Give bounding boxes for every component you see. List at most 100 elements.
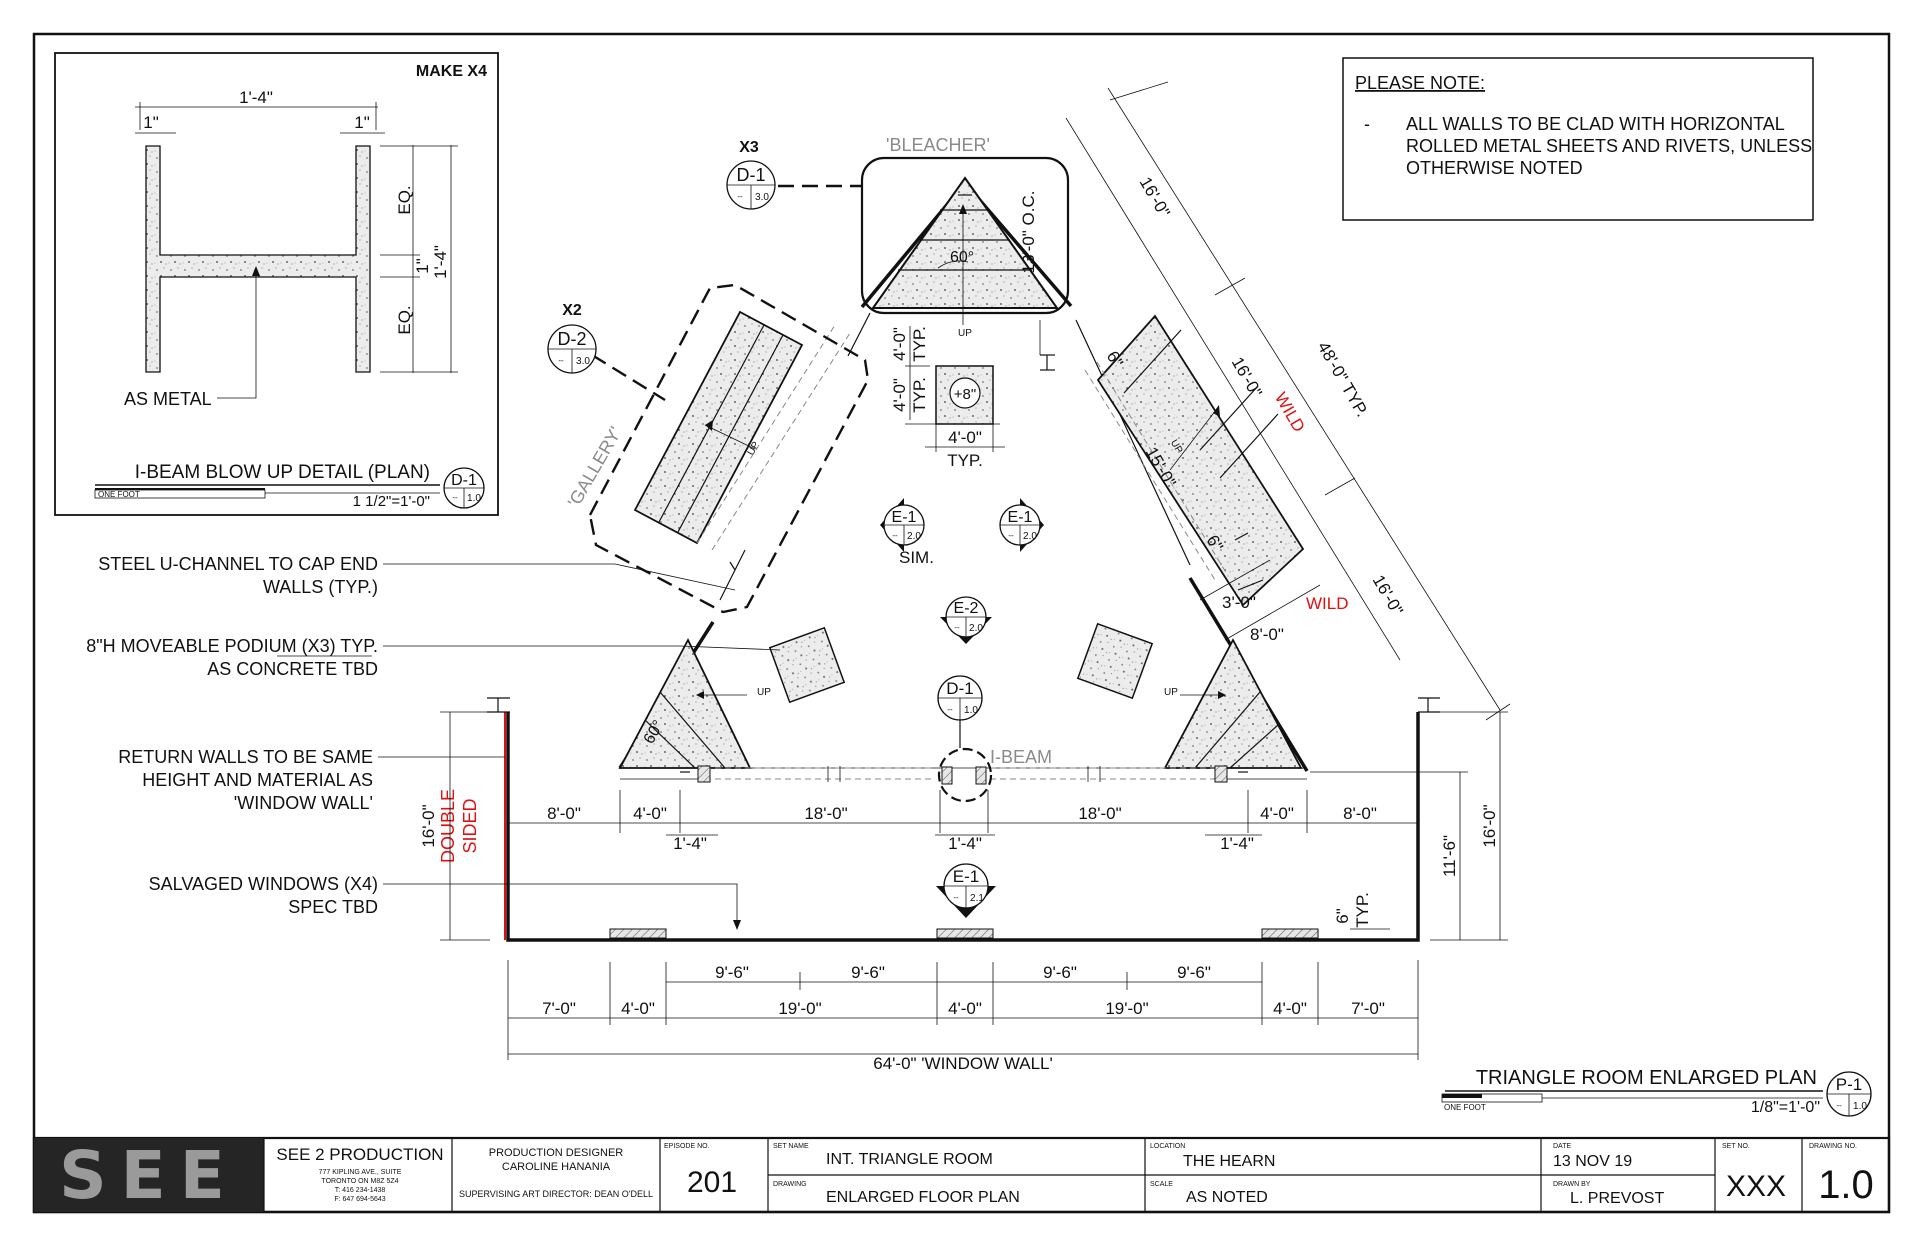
dim-16-diag-c: 16'-0" [1369, 572, 1407, 619]
bottom-left-up-label: UP [757, 687, 771, 698]
detail-title: I-BEAM BLOW UP DETAIL (PLAN) [135, 462, 430, 483]
date: 13 NOV 19 [1553, 1153, 1632, 1170]
bleacher-top [871, 176, 1059, 309]
tag-d2-sub: -- [558, 356, 564, 365]
tag-e1-bottom-sheet: 2.1 [970, 893, 984, 904]
tag-d1-mid-code: D-1 [946, 679, 973, 698]
detail-height-dim: 1'-4" [431, 245, 450, 279]
scale: AS NOTED [1186, 1189, 1268, 1206]
detail-flange-right-dim: 1" [354, 113, 370, 132]
dim-8-wild: 8'-0" [1250, 625, 1284, 644]
wild-label-1: WILD [1271, 389, 1309, 435]
ibeam-section [145, 145, 371, 373]
gallery-callout [588, 283, 870, 614]
dim-row1-8a: 8'-0" [547, 804, 581, 823]
dim-podium-v2: 4'-0" [890, 378, 909, 412]
dim-row1-14a: 1'-4" [673, 834, 707, 853]
company-addr4: F: 647 694-5643 [334, 1196, 385, 1203]
bottom-right-stairs: UP [1163, 638, 1303, 769]
tag-d1-top-sub: -- [737, 192, 743, 201]
scale-label: SCALE [1150, 1181, 1173, 1188]
dim-row1-14c: 1'-4" [1220, 834, 1254, 853]
date-label: DATE [1553, 1143, 1571, 1150]
pd-label: PRODUCTION DESIGNER [489, 1147, 624, 1159]
tag-e1-right: E-1 -- 2.0 [999, 498, 1044, 552]
dim-podium-v1-typ: TYP. [910, 326, 929, 362]
note-bullet: - [1364, 114, 1370, 134]
title-block: SEE SEE 2 PRODUCTION 777 KIPLING AVE., S… [32, 1136, 1891, 1214]
dim-left-16: 16'-0" [419, 804, 438, 847]
x3-label: X3 [739, 139, 759, 156]
drawn-label: DRAWN BY [1553, 1181, 1591, 1188]
podium-right [1076, 622, 1154, 700]
dim-podium-v2-typ: TYP. [910, 377, 929, 413]
dim-total-window-wall: 64'-0" 'WINDOW WALL' [873, 1054, 1053, 1073]
plan-scale-bar-label: ONE FOOT [1444, 1103, 1486, 1112]
tag-e1-right-code: E-1 [1008, 509, 1033, 526]
tag-e1-left-sheet: 2.0 [907, 531, 921, 542]
set-name-label: SET NAME [773, 1143, 809, 1150]
episode-label: EPISODE NO. [664, 1143, 710, 1150]
note-line3: OTHERWISE NOTED [1406, 158, 1583, 178]
dim-row1-18b: 18'-0" [1078, 804, 1121, 823]
detail-tag-sheet: 1.0 [467, 493, 481, 504]
bleacher-up-label: UP [958, 328, 972, 339]
callout-steel-1: STEEL U-CHANNEL TO CAP END [98, 554, 378, 574]
dim-row2-a: 9'-6" [715, 963, 749, 982]
ibeam-label: I-BEAM [990, 747, 1052, 767]
tag-e1-bottom-code: E-1 [953, 867, 979, 886]
tag-e1-bottom-sub: -- [953, 893, 959, 902]
detail-tag-sub: -- [452, 493, 458, 502]
tag-e2-sheet: 2.0 [969, 623, 983, 634]
ibeam-circle [937, 747, 993, 803]
podium-center-mark: +8" [954, 386, 976, 403]
tag-e1-left-sub: -- [892, 531, 898, 540]
company-addr1: 777 KIPLING AVE., SUITE [319, 1169, 402, 1176]
callout-steel-2: WALLS (TYP.) [263, 577, 378, 597]
dim-row3-4a: 4'-0" [621, 999, 655, 1018]
dim-16-wild: 16'-0" [1228, 354, 1266, 401]
bottom-left-stairs: UP 60° [618, 638, 771, 769]
dim-3: 3'-0" [1222, 593, 1256, 612]
make-x4-label: MAKE X4 [416, 63, 487, 80]
sided-label: SIDED [460, 798, 480, 853]
dim-48-typ: 48'-0" TYP. [1314, 338, 1372, 420]
detail-eq-top: EQ. [395, 185, 414, 214]
detail-tag-code: D-1 [451, 472, 477, 489]
dim-13-oc: 13'-0" O.C. [1019, 191, 1038, 274]
tag-e1-bottom: E-1 -- 2.1 [936, 863, 996, 918]
dim-row3-4c: 4'-0" [1273, 999, 1307, 1018]
bottom-right-up-label: UP [1164, 687, 1178, 698]
plan-tag: P-1 -- 1.0 [1826, 1071, 1872, 1117]
bleacher-angle: 60° [950, 249, 974, 266]
detail-scale: 1 1/2"=1'-0" [353, 493, 430, 510]
drawing-label: DRAWING [773, 1181, 807, 1188]
plan-title-text: TRIANGLE ROOM ENLARGED PLAN [1476, 1067, 1817, 1089]
callout-labels: STEEL U-CHANNEL TO CAP END WALLS (TYP.) … [86, 554, 781, 930]
dim-row2-b: 9'-6" [851, 963, 885, 982]
tag-d2-sheet: 3.0 [576, 356, 590, 367]
drawn-by: L. PREVOST [1570, 1190, 1664, 1207]
dim-row1-8b: 8'-0" [1343, 804, 1377, 823]
dim-right-116: 11'-6" [1440, 835, 1459, 877]
detail-web-dim: 1" [413, 258, 432, 274]
bleacher-callout [860, 156, 1070, 315]
detail-flange-left-dim: 1" [143, 113, 159, 132]
company-addr2: TORONTO ON M8Z 5Z4 [321, 1178, 398, 1185]
drawing-name: ENLARGED FLOOR PLAN [826, 1189, 1020, 1206]
tag-e1-left-code: E-1 [892, 509, 917, 526]
tag-d2: D-2 -- 3.0 [547, 324, 597, 374]
dim-row3-19a: 19'-0" [778, 999, 821, 1018]
dim-podium-h: 4'-0" [948, 428, 982, 447]
tag-e2-code: E-2 [954, 600, 979, 617]
set-no: XXX [1726, 1170, 1786, 1203]
x2-label: X2 [562, 302, 582, 319]
callout-podium-2: AS CONCRETE TBD [207, 659, 378, 679]
gallery-block: UP 'GALLERY' [564, 283, 870, 614]
dim-row1-4b: 4'-0" [1260, 804, 1294, 823]
detail-width-dim: 1'-4" [239, 88, 273, 107]
tag-d1-mid-sheet: 1.0 [964, 705, 978, 716]
detail-material-label: AS METAL [124, 389, 212, 409]
drawing-no-label: DRAWING NO. [1809, 1143, 1857, 1150]
dim-right-16: 16'-0" [1480, 804, 1499, 847]
